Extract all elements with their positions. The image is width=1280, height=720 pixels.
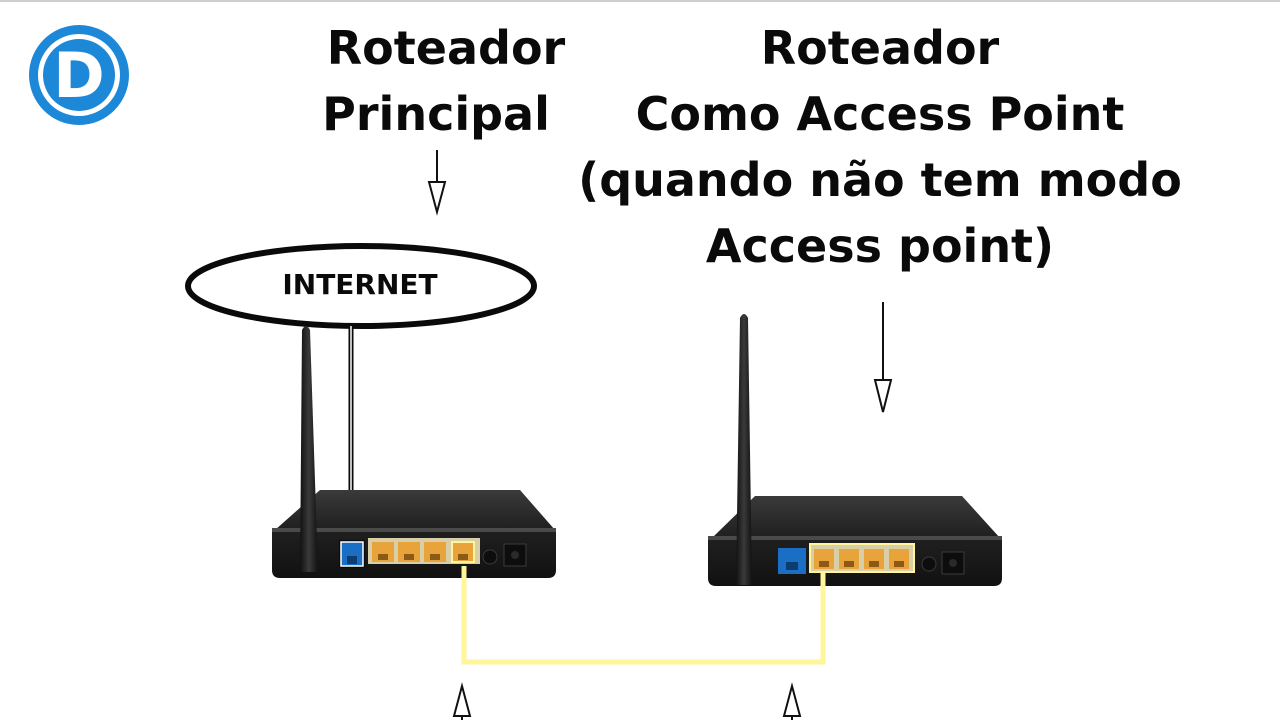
brand-logo: D: [29, 25, 129, 125]
reset-button-icon: [482, 549, 498, 565]
right-router-title-line4: Access point): [706, 219, 1054, 273]
lan-to-lan-cable: [461, 566, 826, 665]
logo-letter: D: [53, 39, 104, 112]
antenna-icon: [300, 326, 318, 572]
top-border: [0, 0, 1280, 2]
right-router-title-line2: Como Access Point: [636, 87, 1125, 141]
left-router-title-line2: Principal: [322, 87, 550, 141]
right-router-title-line1: Roteador: [761, 21, 1000, 75]
antenna-icon: [736, 314, 752, 585]
internet-cloud: INTERNET: [185, 243, 537, 329]
right-router-title-line3: (quando não tem modo: [578, 153, 1182, 207]
internet-label: INTERNET: [282, 268, 437, 301]
arrow-up-left: [452, 682, 472, 720]
arrow-up-right: [782, 682, 802, 720]
wan-port-icon: [778, 548, 806, 574]
reset-button-icon: [921, 556, 937, 572]
arrow-down-right-router: [873, 302, 893, 413]
access-point-router: [708, 314, 1002, 586]
logo-inner: [43, 39, 115, 111]
arrow-down-left-router: [427, 150, 447, 216]
lan-ports-icon: [809, 543, 915, 573]
left-router-title-line1: Roteador: [327, 21, 566, 75]
wan-port-icon: [339, 540, 365, 568]
lan-ports-icon: [368, 538, 480, 564]
main-router: [272, 326, 556, 578]
